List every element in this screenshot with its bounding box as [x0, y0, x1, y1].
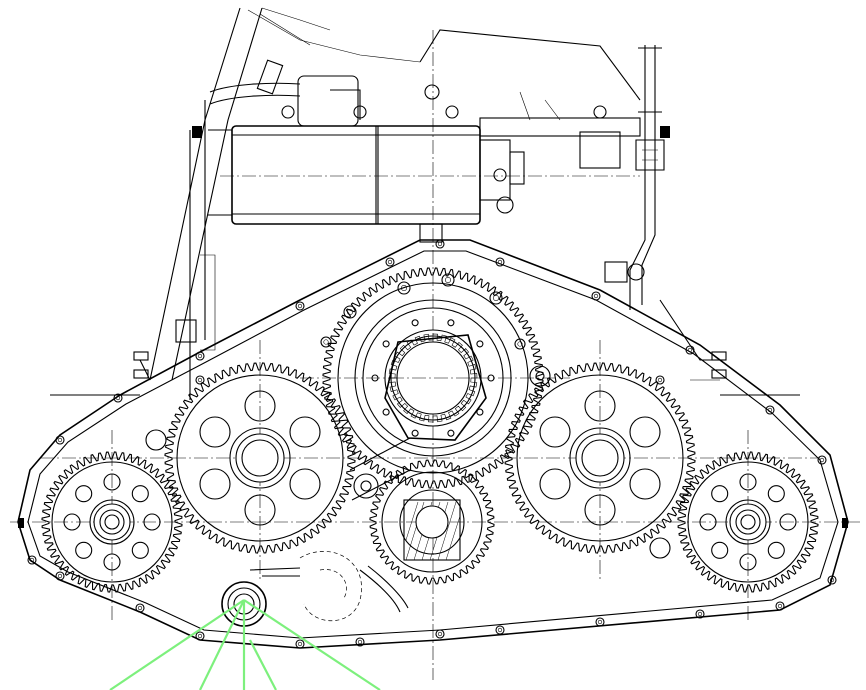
left-intermediate-gear-bore: [229, 427, 291, 489]
bolt: [195, 375, 205, 385]
bolt: [595, 617, 605, 627]
housing-bolts: [27, 239, 837, 649]
main-drive-gear-rim: [337, 282, 529, 474]
bolt: [655, 375, 665, 385]
right-intermediate-gear-rim: [516, 374, 684, 542]
right-output-gear-lightening-hole: [711, 541, 729, 559]
bolt: [495, 257, 505, 267]
bolt: [447, 429, 455, 437]
right-intermediate-gear: [504, 362, 696, 554]
right-output-gear-lightening-hole: [767, 485, 785, 503]
actuator-cylinder: [209, 59, 641, 243]
left-output-gear-lightening-hole: [75, 541, 93, 559]
right-intermediate-gear-lightening-hole: [539, 468, 571, 500]
bolt: [685, 345, 695, 355]
left-intermediate-gear-lightening-hole: [289, 468, 321, 500]
left-intermediate-gear-teeth: [164, 362, 356, 554]
bolt: [435, 629, 445, 639]
right-output-gear: [677, 451, 819, 593]
bolt: [27, 555, 37, 565]
flow-lines: [109, 599, 381, 690]
left-intermediate-gear-lightening-hole: [199, 468, 231, 500]
bolt: [135, 603, 145, 613]
left-intermediate-gear-rim: [176, 374, 344, 542]
main-drive-gear-teeth: [322, 267, 544, 489]
left-intermediate-gear-lightening-hole: [244, 494, 276, 526]
bolt: [591, 291, 601, 301]
right-intermediate-gear-lightening-hole: [584, 390, 616, 422]
oil-pump: [221, 551, 409, 627]
right-output-gear-teeth: [677, 451, 819, 593]
bolt: [385, 257, 395, 267]
bolt: [411, 319, 419, 327]
right-output-gear-lightening-hole: [711, 485, 729, 503]
bolt: [113, 393, 123, 403]
left-output-gear: [41, 451, 183, 593]
left-intermediate-gear: [164, 362, 356, 554]
bolt: [320, 336, 332, 348]
pinion-gear-teeth: [369, 459, 495, 585]
bolt: [355, 637, 365, 647]
left-output-gear-lightening-hole: [143, 513, 161, 531]
pinion-gear-rim: [381, 471, 483, 573]
idler-bracket: [145, 365, 671, 559]
bolt: [447, 319, 455, 327]
right-output-gear-lightening-hole: [767, 541, 785, 559]
left-output-gear-teeth: [41, 451, 183, 593]
right-intermediate-gear-lightening-hole: [539, 416, 571, 448]
hub-details: [93, 433, 767, 541]
bolt: [495, 625, 505, 635]
pinion-bore: [403, 499, 461, 561]
fittings: [18, 126, 848, 528]
bolt: [827, 575, 837, 585]
left-intermediate-gear-lightening-hole: [199, 416, 231, 448]
bolt: [476, 408, 484, 416]
bolt: [817, 455, 827, 465]
bolt: [55, 435, 65, 445]
left-output-gear-rim: [51, 461, 173, 583]
bolt: [382, 340, 390, 348]
left-output-gear-lightening-hole: [131, 541, 149, 559]
bolt: [382, 408, 390, 416]
right-intermediate-gear-bore: [569, 427, 631, 489]
bolt: [435, 239, 445, 249]
bolt: [775, 601, 785, 611]
left-intermediate-gear-lightening-hole: [244, 390, 276, 422]
right-output-gear-lightening-hole: [779, 513, 797, 531]
right-intermediate-gear-teeth: [504, 362, 696, 554]
upper-frame: [149, 7, 720, 400]
left-output-gear-lightening-hole: [103, 473, 121, 491]
right-output-gear-lightening-hole: [699, 513, 717, 531]
bolt: [411, 429, 419, 437]
bolt: [441, 273, 455, 287]
bolt: [489, 291, 503, 305]
right-output-gear-rim: [687, 461, 809, 583]
right-intermediate-gear-lightening-hole: [629, 416, 661, 448]
bolt: [765, 405, 775, 415]
bolt: [295, 639, 305, 649]
bolt: [55, 571, 65, 581]
left-output-gear-lightening-hole: [63, 513, 81, 531]
left-output-gear-lightening-hole: [131, 485, 149, 503]
upper-bolts: [281, 84, 607, 214]
left-output-gear-lightening-hole: [75, 485, 93, 503]
bolt: [195, 631, 205, 641]
right-output-gear-bore: [725, 499, 771, 545]
left-output-gear-bore: [89, 499, 135, 545]
right-intermediate-gear-lightening-hole: [584, 494, 616, 526]
main-gear-detail: [354, 299, 512, 457]
bolt: [476, 340, 484, 348]
bolt: [295, 301, 305, 311]
right-intermediate-gear-lightening-hole: [629, 468, 661, 500]
left-output-gear-lightening-hole: [103, 553, 121, 571]
left-intermediate-gear-lightening-hole: [289, 416, 321, 448]
right-output-gear-lightening-hole: [739, 553, 757, 571]
bolt: [195, 351, 205, 361]
right-output-gear-lightening-hole: [739, 473, 757, 491]
bolt: [695, 609, 705, 619]
